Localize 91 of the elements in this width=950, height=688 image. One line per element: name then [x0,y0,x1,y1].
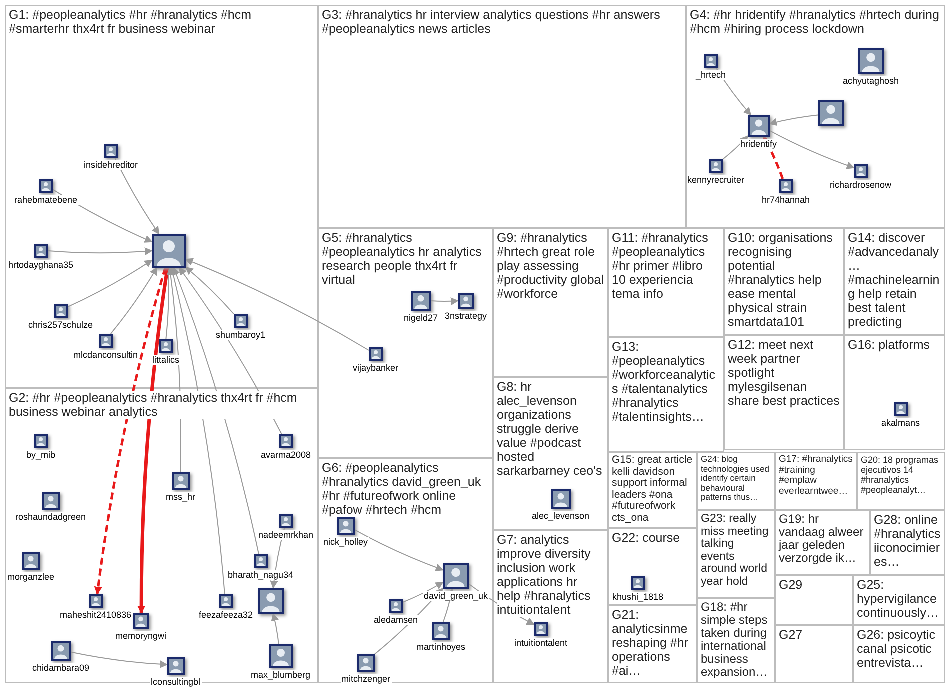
group-panel [493,530,608,683]
group-panel [608,337,724,452]
group-panel [844,228,945,335]
user-handle: hr74hannah [761,195,812,205]
group-panel [318,458,493,683]
group-panel [853,625,945,683]
group-panel [493,228,608,377]
group-heading: G4: #hr hridentify #hranalytics #hrtech during #hcm #hiring process lockdown [690,8,941,36]
group-heading: G28: online #hranalytics iiconocimieres… [874,513,941,569]
user-handle: _hrtech [695,70,728,80]
group-heading: G8: hr alec_levenson organizations struggle derive value #podcast hosted sarkarbarney ceo's [497,380,604,478]
arrow [271,613,280,644]
arrow [172,267,260,554]
user-handle: martinhoyes [416,642,467,652]
arrow [769,114,818,126]
group-panel [686,5,945,228]
arrow [430,298,459,306]
group-heading: G19: hr vandaag alweer jaar geleden verzorgde ik… [779,513,866,565]
user-handle: insidehreditor [83,160,140,170]
user-handle: aledamsen [373,615,420,625]
user-handle: rahebmatebene [14,195,79,205]
user-handle: david_green_uk [423,591,490,601]
group-panel [318,228,493,458]
user-handle: achyutaghosh [842,76,900,86]
group-panel [775,575,853,625]
group-heading: G15: great article kelli davidson support informal leaders #ona #futureofwork cts_ona [612,455,693,524]
group-panel [775,510,870,575]
arrow [185,258,370,351]
user-handle: feezafeeza32 [198,610,254,620]
group-panel [608,528,697,605]
arrow [138,268,170,614]
arrow [354,530,444,572]
user-handle: avarma2008 [260,450,312,460]
user-handle: morganzlee [6,572,56,582]
group-panel [775,452,857,510]
group-heading: G9: #hranalytics #hrtech great role play assessing #productivity global #workforce [497,231,604,301]
user-handle: lconsultingbl [150,677,202,687]
user-handle: akalmans [880,418,922,428]
arrow [402,582,444,603]
user-handle: by_mib [26,450,57,460]
user-handle: intuitiontalent [514,638,569,648]
user-handle: mss_hr [165,492,197,502]
group-panel [697,452,775,510]
user-handle: nigeld27 [403,313,440,323]
user-handle: memoryngwi [114,631,168,641]
arrow [185,266,234,315]
group-panel [318,5,686,228]
user-handle: bharath_nagu34 [227,570,295,580]
arrow [762,136,784,180]
user-handle: maheshit2410836 [59,610,133,620]
group-panel [844,335,945,450]
user-handle: richardrosenow [829,180,893,190]
group-panel [697,510,775,598]
user-handle: littalics [152,355,181,365]
user-handle: nadeemrkhan [258,530,315,540]
user-handle: kennyrecruiter [686,175,746,185]
user-handle: hrtodayghana35 [8,260,75,270]
user-handle: shumbaroy1 [215,330,267,340]
group-heading: G20: 18 programas ejecutivos 14 #hranalytics #peopleanalyt… [861,455,941,495]
user-handle: roshaundadgreen [14,512,88,522]
arrow [110,267,158,334]
group-panel [870,510,945,575]
arrow [48,248,153,256]
user-handle: chidambara09 [32,663,91,673]
group-panel [493,377,608,530]
group-panel [857,452,945,510]
group-panel [608,228,724,337]
group-heading: G24: blog technologies used identify certain behavioural patterns thus… [701,455,771,502]
arrow [94,268,167,595]
user-handle: chris257schulze [28,320,94,330]
user-handle: mitchzenger [340,674,392,684]
user-handle: alec_levenson [531,511,591,521]
user-handle: khushi_1818 [612,592,665,602]
arrow [70,652,168,668]
user-handle: max_blumberg [250,670,312,680]
user-handle: mlcdanconsultin [72,350,140,360]
user-handle: nick_holley [322,537,370,547]
group-heading: G14: discover #advancedanaly… #machinelearning help retain best talent predicting [848,231,941,329]
group-panel [775,625,853,683]
user-handle: vijaybanker [352,363,400,373]
group-panel [5,5,318,388]
user-handle: 3nstrategy [444,311,488,321]
arrow [170,267,226,594]
group-heading: G12: meet next week partner spotlight mylesgilsenan share best practices [728,338,840,408]
arrow [770,130,855,170]
arrow [68,260,153,308]
user-handle: hridentify [740,139,778,149]
group-panel [724,335,844,450]
group-heading: G17: #hranalytics #training #emplaw everlearntwee… [779,455,853,497]
group-heading: G23: really miss meeting talking events around world year hold [701,513,771,588]
arrow [114,158,160,235]
